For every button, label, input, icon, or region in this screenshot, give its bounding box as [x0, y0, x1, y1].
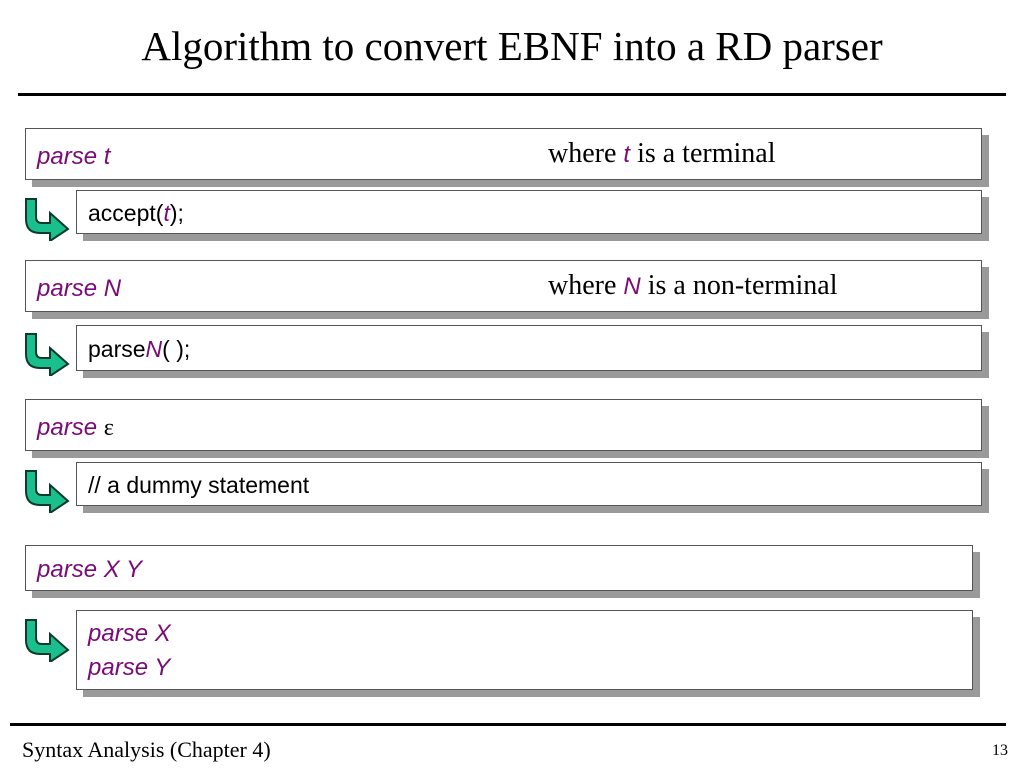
- curved-arrow-icon: [25, 619, 70, 662]
- rule-label-terminal: parse t: [37, 143, 111, 170]
- rule-box-nonterminal: parse N where N is a non-terminal: [25, 260, 982, 312]
- code-box-terminal: accept(t);: [76, 190, 982, 234]
- code-line-y: parse Y: [88, 654, 171, 681]
- code-box-epsilon: // a dummy statement: [76, 462, 982, 506]
- code-line-x: parse X: [88, 620, 171, 647]
- rule-box-terminal: parse t where t is a terminal: [25, 128, 982, 180]
- rule-condition-nonterminal: where N is a non-terminal: [548, 270, 838, 301]
- code-box-sequence: parse X parse Y: [76, 610, 973, 690]
- code-terminal: accept(t);: [88, 200, 184, 226]
- curved-arrow-icon: [25, 470, 70, 513]
- page-number: 13: [992, 742, 1008, 759]
- slide-title: Algorithm to convert EBNF into a RD pars…: [141, 23, 883, 69]
- rule-label-nonterminal: parse N: [37, 275, 122, 302]
- code-epsilon: // a dummy statement: [88, 472, 310, 498]
- footer-title: Syntax Analysis (Chapter 4): [22, 737, 271, 762]
- rule-label-epsilon: parse ε: [37, 414, 114, 441]
- curved-arrow-icon: [25, 333, 70, 376]
- code-sequence: parse X parse Y: [88, 617, 171, 685]
- rule-label-sequence: parse X Y: [37, 556, 142, 583]
- rule-box-sequence: parse X Y: [25, 545, 973, 591]
- code-nonterminal: parseN( );: [88, 336, 191, 362]
- title-divider: [18, 93, 1006, 96]
- curved-arrow-icon: [25, 198, 70, 241]
- rule-box-epsilon: parse ε: [25, 399, 982, 451]
- rule-condition-terminal: where t is a terminal: [548, 138, 776, 169]
- code-box-nonterminal: parseN( );: [76, 325, 982, 371]
- footer-divider: [10, 723, 1006, 726]
